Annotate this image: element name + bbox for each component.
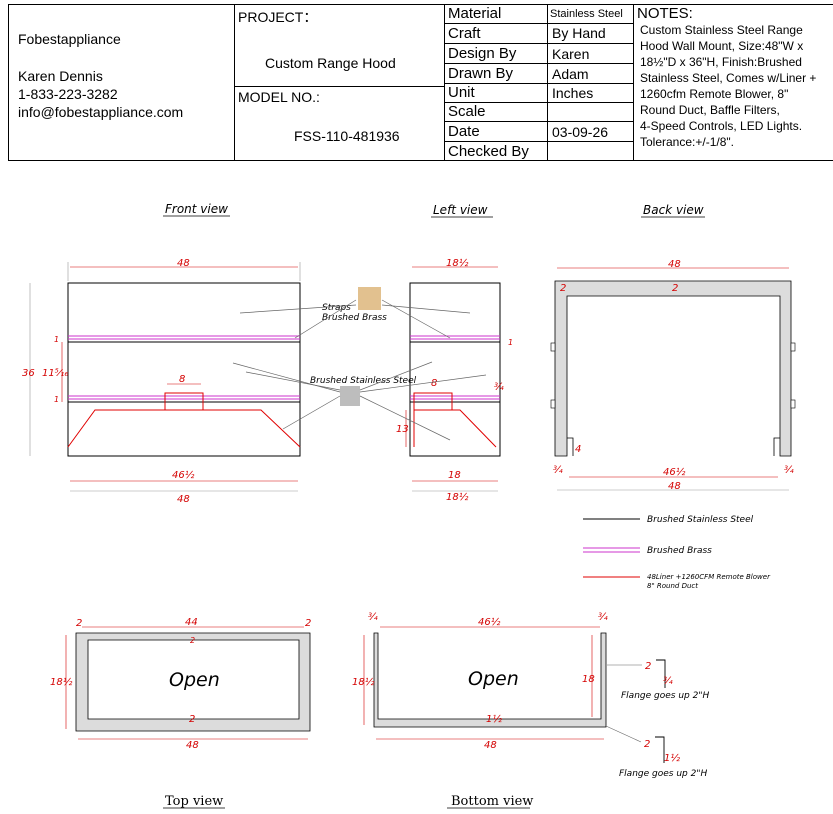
contact-email: info@fobestappliance.com	[18, 104, 184, 120]
dim-top-wall-right: 2	[305, 618, 311, 629]
straps-material-label: Brushed Brass	[322, 313, 387, 323]
model-label: MODEL NO.:	[238, 89, 320, 105]
legend-label-brass: Brushed Brass	[647, 546, 712, 556]
spec-label-craft: Craft	[448, 25, 481, 42]
dim-bottom-inner-depth: 18	[582, 674, 595, 685]
spec-value-material: Stainless Steel	[550, 8, 623, 20]
dim-top-wall-front: 2	[189, 714, 195, 725]
dim-top-inner: 44	[185, 617, 198, 628]
dim-flange-height-2: 2	[644, 739, 650, 750]
dim-front-inner-width: 46½	[172, 469, 195, 481]
dim-bottom-front: 1½	[486, 713, 502, 725]
spec-label-checked: Checked By	[448, 143, 529, 160]
company-name: Fobestappliance	[18, 31, 121, 47]
dim-duct-width: 8	[179, 374, 185, 385]
model-value: FSS-110-481936	[294, 128, 400, 144]
spec-value-design: Karen	[552, 46, 590, 62]
dim-left-side: ¾	[494, 382, 504, 393]
title-block: Fobestappliance Karen Dennis 1-833-223-3…	[8, 4, 833, 161]
spec-label-material: Material	[448, 5, 502, 22]
front-view: Front view 48 36 11⁵⁄₁₆ 1 1 8 46½ 48	[22, 202, 301, 505]
spec-label-scale: Scale	[448, 103, 486, 120]
dim-front-overall-width: 48	[177, 494, 190, 505]
legend-label-duct: 8" Round Duct	[647, 582, 698, 590]
legend-label-stainless: Brushed Stainless Steel	[647, 515, 754, 525]
back-view: Back view 48 2 2 4 ¾ ¾ 46½ 48	[550, 203, 796, 492]
front-view-title: Front view	[165, 202, 228, 216]
notes-line: Custom Stainless Steel Range	[640, 23, 803, 37]
contact-phone: 1-833-223-3282	[18, 86, 118, 102]
notes-line: 18½"D x 36"H, Finish:Brushed	[640, 55, 802, 69]
dim-left-duct: 8	[431, 378, 437, 389]
notes-line: Tolerance:+/-1/8".	[640, 135, 734, 149]
callouts: Straps Brushed Brass Brushed Stainless S…	[232, 287, 487, 441]
top-view: Open 2 44 2 2 18½ 2 48 Top view	[50, 617, 311, 809]
dim-left-inner-depth: 18	[448, 470, 461, 481]
dim-bottom-inner: 46½	[478, 616, 501, 628]
legend: Brushed Stainless Steel Brushed Brass 48…	[583, 515, 771, 590]
spec-label-drawn: Drawn By	[448, 65, 514, 82]
dim-left-depth: 18½	[446, 257, 469, 269]
dim-back-wall-top: 2	[672, 283, 678, 294]
brass-swatch	[358, 287, 381, 310]
notes-line: 1260cfm Remote Blower, 8"	[640, 87, 789, 101]
dim-top-width: 48	[186, 740, 199, 751]
contact-name: Karen Dennis	[18, 68, 103, 84]
notes-line: Round Duct, Baffle Filters,	[640, 103, 780, 117]
dim-front-width: 48	[177, 258, 190, 269]
dim-bottom-side-right: ¾	[598, 612, 608, 623]
dim-strap-gap: 1	[54, 395, 59, 404]
dim-back-side-left: ¾	[553, 465, 563, 476]
top-view-title: Top view	[165, 794, 223, 809]
spec-label-design: Design By	[448, 45, 517, 62]
spec-value-date: 03-09-26	[552, 124, 609, 140]
dim-flange-height-1: 2	[645, 661, 651, 672]
dim-bottom-side-left: ¾	[368, 612, 378, 623]
spec-label-date: Date	[448, 123, 480, 140]
dim-back-width: 48	[668, 259, 681, 270]
project-value: Custom Range Hood	[265, 55, 396, 71]
notes-label: NOTES:	[637, 5, 693, 22]
notes-line: Hood Wall Mount, Size:48"W x	[640, 39, 804, 53]
project-label: PROJECT：	[238, 9, 318, 25]
dim-left-overall-depth: 18½	[446, 491, 469, 503]
dim-bottom-width: 48	[484, 740, 497, 751]
dim-flange-thick-2: 1½	[664, 752, 680, 764]
dim-liner-height: 13	[396, 424, 409, 435]
dim-back-side-right: ¾	[784, 465, 794, 476]
bottom-view: Open ¾ 46½ ¾ 18½ 18 1½ 48 Bottom view 2 …	[352, 612, 709, 809]
dim-top-wall-back: 2	[190, 636, 195, 645]
spec-label-unit: Unit	[448, 84, 475, 101]
back-view-title: Back view	[643, 203, 704, 217]
spec-value-unit: Inches	[552, 85, 594, 101]
flange-note-1: Flange goes up 2"H	[621, 691, 709, 701]
dim-bottom-depth: 18½	[352, 676, 375, 688]
spec-value-drawn: Adam	[552, 66, 589, 82]
dim-back-overall: 48	[668, 481, 681, 492]
dim-top-wall-left: 2	[76, 618, 82, 629]
dim-front-height: 36	[22, 368, 35, 379]
dim-back-inner: 46½	[663, 466, 686, 478]
straps-label: Straps	[322, 303, 351, 313]
bottom-view-title: Bottom view	[451, 794, 533, 809]
dim-top-depth: 18½	[50, 676, 73, 688]
stainless-swatch	[340, 386, 360, 406]
bottom-view-open-label: Open	[468, 668, 519, 690]
stainless-label: Brushed Stainless Steel	[310, 376, 417, 386]
dim-back-notch: 4	[575, 444, 581, 455]
notes-line: 4-Speed Controls, LED Lights.	[640, 119, 803, 133]
notes-line: Stainless Steel, Comes w/Liner +	[640, 71, 817, 85]
dim-front-section: 11⁵⁄₁₆	[42, 368, 68, 379]
left-view-title: Left view	[433, 203, 488, 217]
dim-left-strap: 1	[508, 338, 513, 347]
dim-strap-gap: 1	[54, 335, 59, 344]
flange-note-2: Flange goes up 2"H	[619, 769, 707, 779]
spec-value-craft: By Hand	[552, 25, 606, 41]
dim-flange-thick-1: ¾	[663, 676, 673, 687]
left-view: Left view 18½ 1 ¾ 13 8 18 18½	[396, 203, 513, 503]
top-view-open-label: Open	[169, 669, 220, 691]
legend-label-liner: 48Liner +1260CFM Remote Blower	[647, 573, 771, 581]
dim-back-wall-left: 2	[560, 283, 566, 294]
